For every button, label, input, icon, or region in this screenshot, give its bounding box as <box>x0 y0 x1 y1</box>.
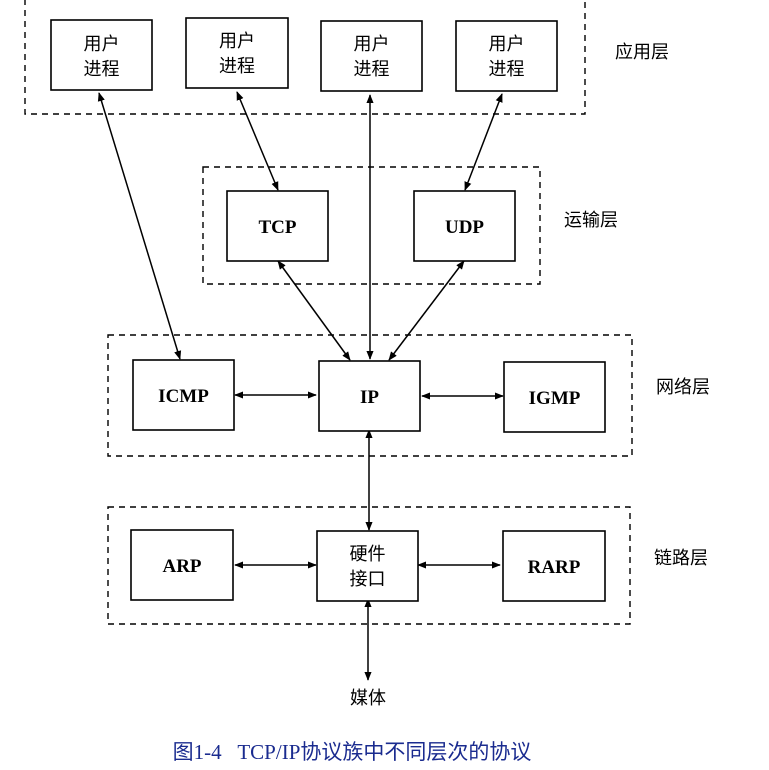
user-process-1-line1: 用户 <box>84 34 120 55</box>
node-user-process-4: 用户 进程 <box>455 20 558 92</box>
user-process-3-line1: 用户 <box>354 34 390 55</box>
edge-user2-tcp <box>236 91 279 191</box>
node-rarp: RARP <box>502 530 606 602</box>
node-hardware-interface: 硬件 接口 <box>316 530 419 602</box>
node-udp: UDP <box>413 190 516 262</box>
node-arp: ARP <box>130 529 234 601</box>
node-igmp: IGMP <box>503 361 606 433</box>
user-process-1-line2: 进程 <box>84 59 120 80</box>
edge-tcp-ip <box>277 260 351 361</box>
application-layer-group <box>24 0 586 115</box>
transport-layer-label: 运输层 <box>564 210 618 231</box>
network-layer-label: 网络层 <box>656 377 710 398</box>
user-process-4-line2: 进程 <box>489 59 525 80</box>
tcp-label: TCP <box>259 217 297 238</box>
user-process-2-line2: 进程 <box>219 56 255 77</box>
edge-user4-udp <box>464 93 503 191</box>
media-label: 媒体 <box>350 688 386 709</box>
hardware-interface-line2: 接口 <box>350 569 386 590</box>
rarp-label: RARP <box>528 557 581 578</box>
igmp-label: IGMP <box>529 388 581 409</box>
hardware-interface-line1: 硬件 <box>350 544 386 565</box>
user-process-4-line1: 用户 <box>489 34 525 55</box>
udp-label: UDP <box>445 217 484 238</box>
user-process-2-line1: 用户 <box>219 31 255 52</box>
edges <box>97 91 504 681</box>
icmp-label: ICMP <box>158 386 209 407</box>
ip-label: IP <box>360 387 379 408</box>
user-process-3-line2: 进程 <box>354 59 390 80</box>
edge-udp-ip <box>388 260 465 361</box>
application-layer-label: 应用层 <box>615 42 669 63</box>
node-user-process-2: 用户 进程 <box>185 17 289 89</box>
node-user-process-1: 用户 进程 <box>50 19 153 91</box>
link-layer-label: 链路层 <box>654 548 708 569</box>
node-ip: IP <box>318 360 421 432</box>
arp-label: ARP <box>162 556 201 577</box>
node-tcp: TCP <box>226 190 329 262</box>
edge-user1-icmp <box>97 92 182 360</box>
node-icmp: ICMP <box>132 359 235 431</box>
figure-caption: 图1-4 TCP/IP协议族中不同层次的协议 <box>173 740 532 764</box>
node-user-process-3: 用户 进程 <box>320 20 423 92</box>
